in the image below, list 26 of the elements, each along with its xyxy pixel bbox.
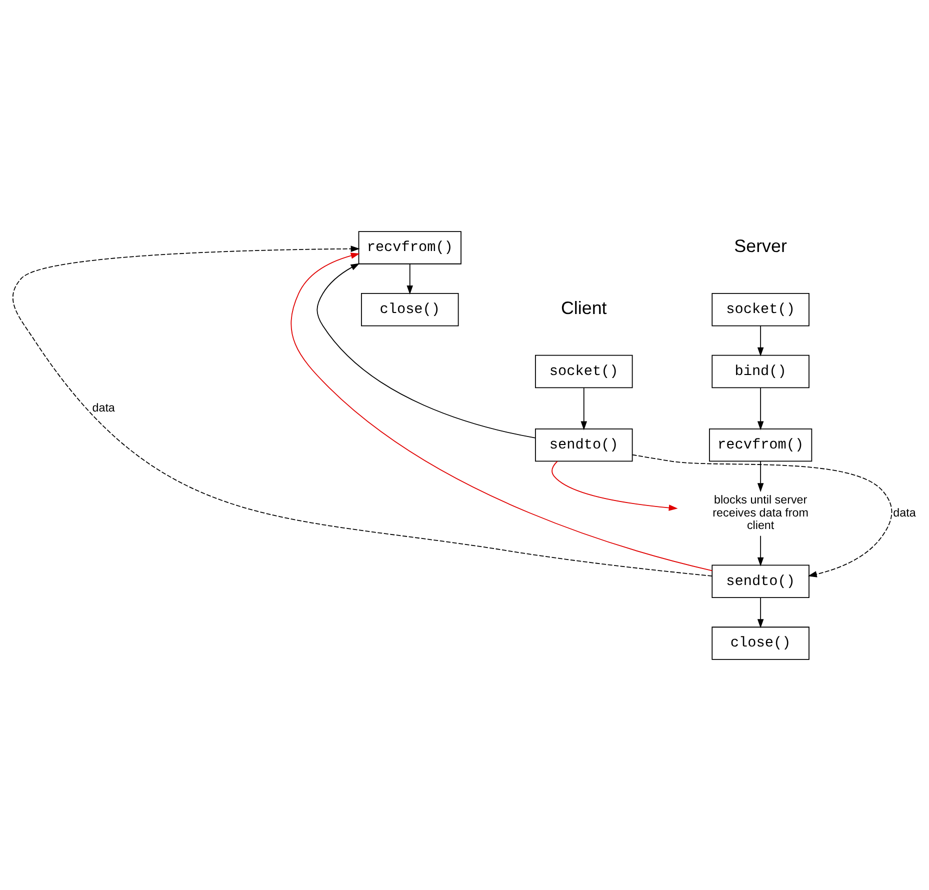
arrow xyxy=(580,387,588,430)
node-box: recvfrom() xyxy=(709,428,812,462)
node-box: close() xyxy=(712,626,810,660)
arrow xyxy=(632,454,892,577)
edge-label: data xyxy=(893,506,916,519)
arrow xyxy=(757,460,764,492)
node-box: socket() xyxy=(535,354,633,388)
arrow xyxy=(757,387,764,430)
label: Client xyxy=(560,298,607,318)
arrow xyxy=(757,534,764,566)
arrow xyxy=(290,252,713,571)
node-box: close() xyxy=(361,292,459,326)
arrow xyxy=(316,262,536,438)
arrow xyxy=(757,596,764,628)
label: Server xyxy=(734,236,787,256)
node-box: recvfrom() xyxy=(358,230,462,264)
node-box: sendto() xyxy=(535,428,633,462)
edge-label: data xyxy=(92,400,115,414)
node-text: blocks until server receives data from client xyxy=(712,493,808,532)
arrow xyxy=(552,460,678,510)
node-box: socket() xyxy=(712,292,810,326)
arrow xyxy=(757,325,764,356)
node-box: bind() xyxy=(712,354,810,388)
arrow xyxy=(12,245,713,576)
node-box: sendto() xyxy=(712,564,810,598)
arrow xyxy=(406,263,414,294)
